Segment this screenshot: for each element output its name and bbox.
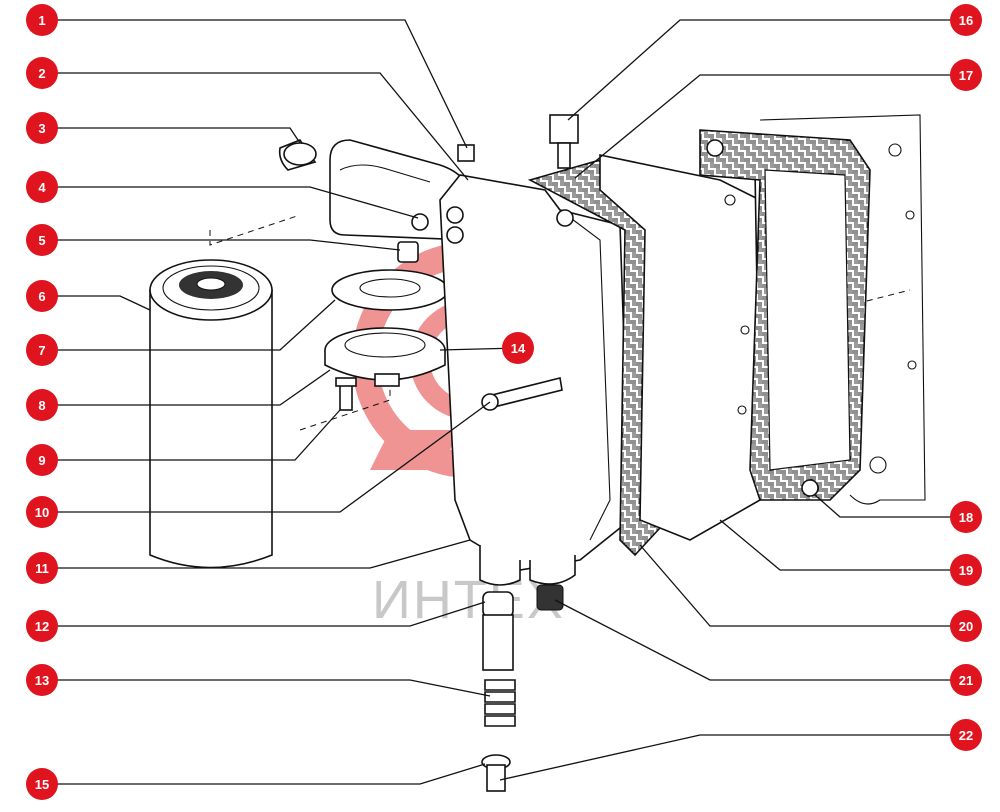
svg-text:14: 14 <box>511 341 526 356</box>
svg-text:8: 8 <box>38 398 45 413</box>
callout-18: 18 <box>950 501 982 533</box>
callout-19: 19 <box>950 554 982 586</box>
svg-text:10: 10 <box>35 505 49 520</box>
svg-text:19: 19 <box>959 563 973 578</box>
svg-text:15: 15 <box>35 777 49 792</box>
callout-20: 20 <box>950 610 982 642</box>
svg-text:4: 4 <box>38 180 46 195</box>
callout-6: 6 <box>26 280 58 312</box>
svg-text:22: 22 <box>959 728 973 743</box>
svg-text:6: 6 <box>38 289 45 304</box>
callout-17: 17 <box>950 59 982 91</box>
cover-plate <box>599 154 761 541</box>
svg-text:16: 16 <box>959 13 973 28</box>
svg-text:5: 5 <box>38 233 45 248</box>
gasket-right <box>699 129 871 501</box>
callout-3: 3 <box>26 112 58 144</box>
svg-text:20: 20 <box>959 619 973 634</box>
valve-discs <box>324 241 449 387</box>
callout-12: 12 <box>26 610 58 642</box>
svg-text:2: 2 <box>38 66 45 81</box>
lower-parts <box>481 584 564 792</box>
housing-plate <box>439 144 631 586</box>
callout-11: 11 <box>26 552 58 584</box>
callout-4: 4 <box>26 171 58 203</box>
svg-text:7: 7 <box>38 343 45 358</box>
callout-21: 21 <box>950 664 982 696</box>
callout-10: 10 <box>26 496 58 528</box>
callout-15: 15 <box>26 768 58 800</box>
filter-cartridge <box>149 259 273 569</box>
background-frame <box>759 114 926 505</box>
callout-13: 13 <box>26 664 58 696</box>
callout-1: 1 <box>26 4 58 36</box>
screw-part <box>335 377 357 411</box>
fitting-part <box>549 114 579 169</box>
svg-text:12: 12 <box>35 619 49 634</box>
callout-2: 2 <box>26 57 58 89</box>
svg-text:21: 21 <box>959 673 973 688</box>
svg-text:3: 3 <box>38 121 45 136</box>
callout-16: 16 <box>950 4 982 36</box>
svg-text:11: 11 <box>35 561 49 576</box>
callout-9: 9 <box>26 444 58 476</box>
callout-14: 14 <box>502 332 534 364</box>
svg-text:13: 13 <box>35 673 49 688</box>
callout-8: 8 <box>26 389 58 421</box>
callout-22: 22 <box>950 719 982 751</box>
svg-text:17: 17 <box>959 68 973 83</box>
filter-head <box>278 139 471 241</box>
callout-5: 5 <box>26 224 58 256</box>
svg-text:18: 18 <box>959 510 973 525</box>
callout-7: 7 <box>26 334 58 366</box>
leader-lines <box>42 19 966 785</box>
svg-text:1: 1 <box>38 13 45 28</box>
svg-text:9: 9 <box>38 453 45 468</box>
